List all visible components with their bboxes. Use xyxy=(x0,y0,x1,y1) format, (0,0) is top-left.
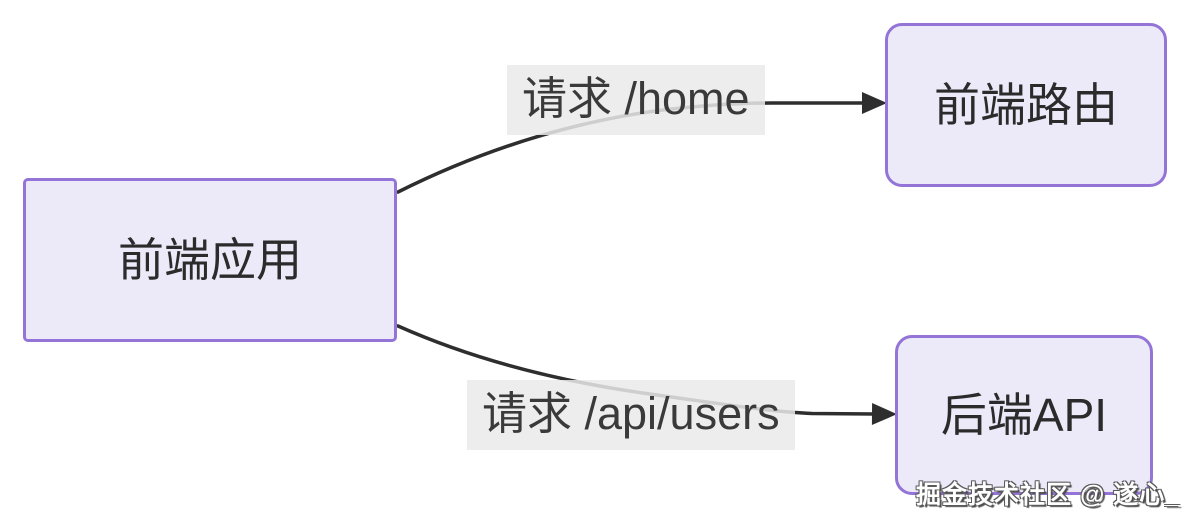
node-frontend-router: 前端路由 xyxy=(885,23,1167,187)
node-frontend-app: 前端应用 xyxy=(23,178,397,342)
node-frontend-router-label: 前端路由 xyxy=(934,79,1118,131)
node-frontend-app-label: 前端应用 xyxy=(118,234,302,286)
edge-label-request-api-users: 请求 /api/users xyxy=(467,380,795,450)
node-backend-api: 后端API xyxy=(895,335,1153,495)
node-backend-api-label: 后端API xyxy=(940,389,1108,441)
watermark: 掘金技术社区 @ 遂心_ xyxy=(916,481,1181,509)
edge-label-request-home: 请求 /home xyxy=(507,65,765,135)
